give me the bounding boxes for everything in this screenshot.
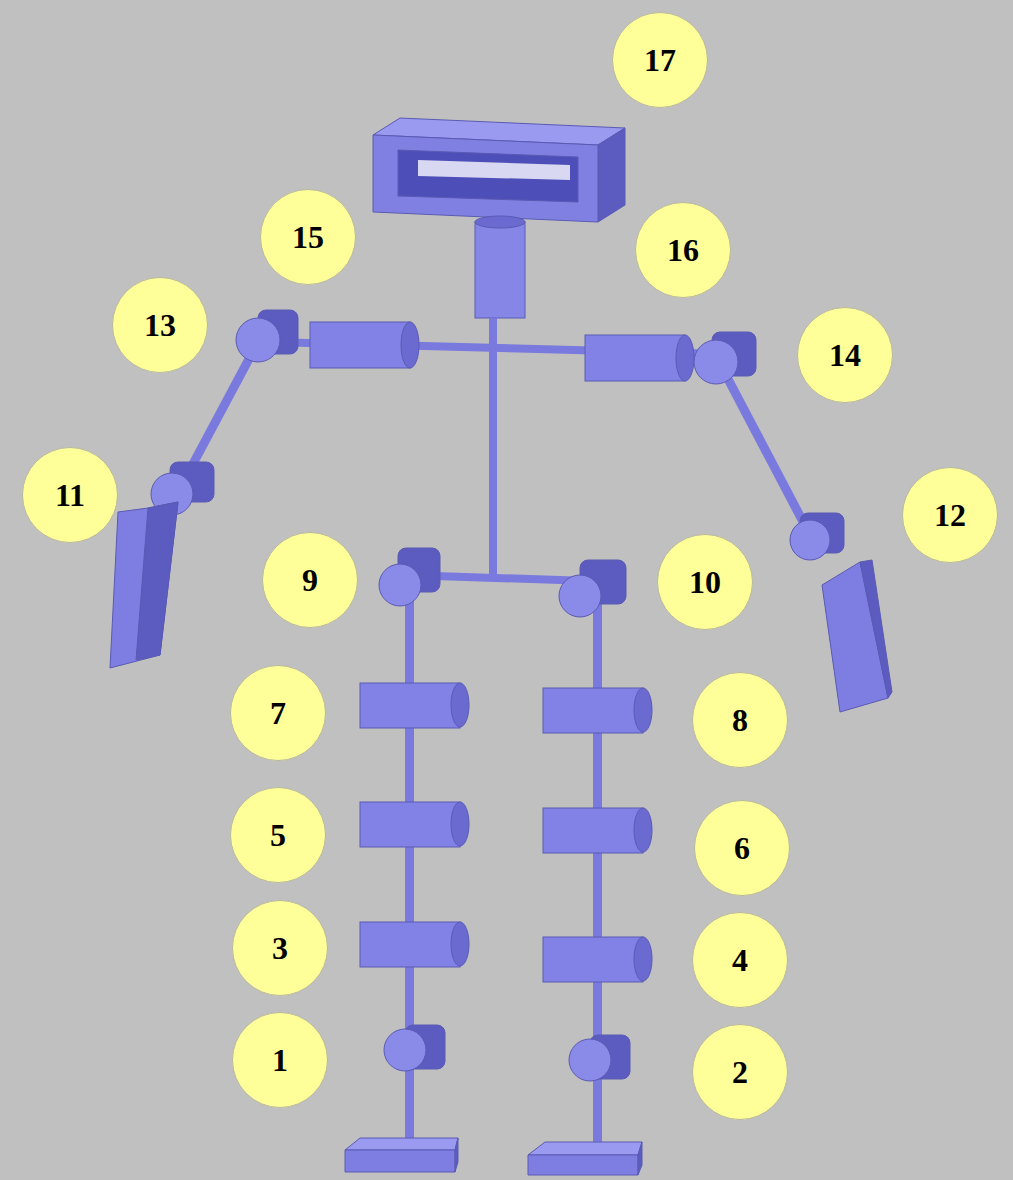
callout-number: 4: [732, 944, 748, 976]
callout-circle: 16: [635, 202, 731, 298]
callout-number: 9: [302, 564, 318, 596]
callout-circle: 12: [902, 467, 998, 563]
callout-circle: 13: [112, 277, 208, 373]
callout-number: 10: [689, 566, 721, 598]
callout-circle: 17: [612, 12, 708, 108]
callout-number: 16: [667, 234, 699, 266]
callout-number: 6: [734, 832, 750, 864]
callout-number: 14: [829, 339, 861, 371]
callout-circle: 7: [230, 665, 326, 761]
callout-circle: 11: [22, 447, 118, 543]
callout-number: 2: [732, 1056, 748, 1088]
callout-circle: 15: [260, 189, 356, 285]
callout-circle: 14: [797, 307, 893, 403]
callout-number: 3: [272, 932, 288, 964]
callout-circle: 9: [262, 532, 358, 628]
callout-circle: 5: [230, 787, 326, 883]
callout-number: 17: [644, 44, 676, 76]
callout-circle: 1: [232, 1012, 328, 1108]
callout-circle: 10: [657, 534, 753, 630]
callout-circle: 3: [232, 900, 328, 996]
callout-number: 8: [732, 704, 748, 736]
callout-number: 12: [934, 499, 966, 531]
callout-circle: 4: [692, 912, 788, 1008]
callout-circle: 8: [692, 672, 788, 768]
callout-number: 7: [270, 697, 286, 729]
callout-number: 11: [55, 479, 85, 511]
callout-number: 15: [292, 221, 324, 253]
callout-circle: 2: [692, 1024, 788, 1120]
callout-circle: 6: [694, 800, 790, 896]
callout-number: 5: [270, 819, 286, 851]
callout-number: 13: [144, 309, 176, 341]
callout-number: 1: [272, 1044, 288, 1076]
